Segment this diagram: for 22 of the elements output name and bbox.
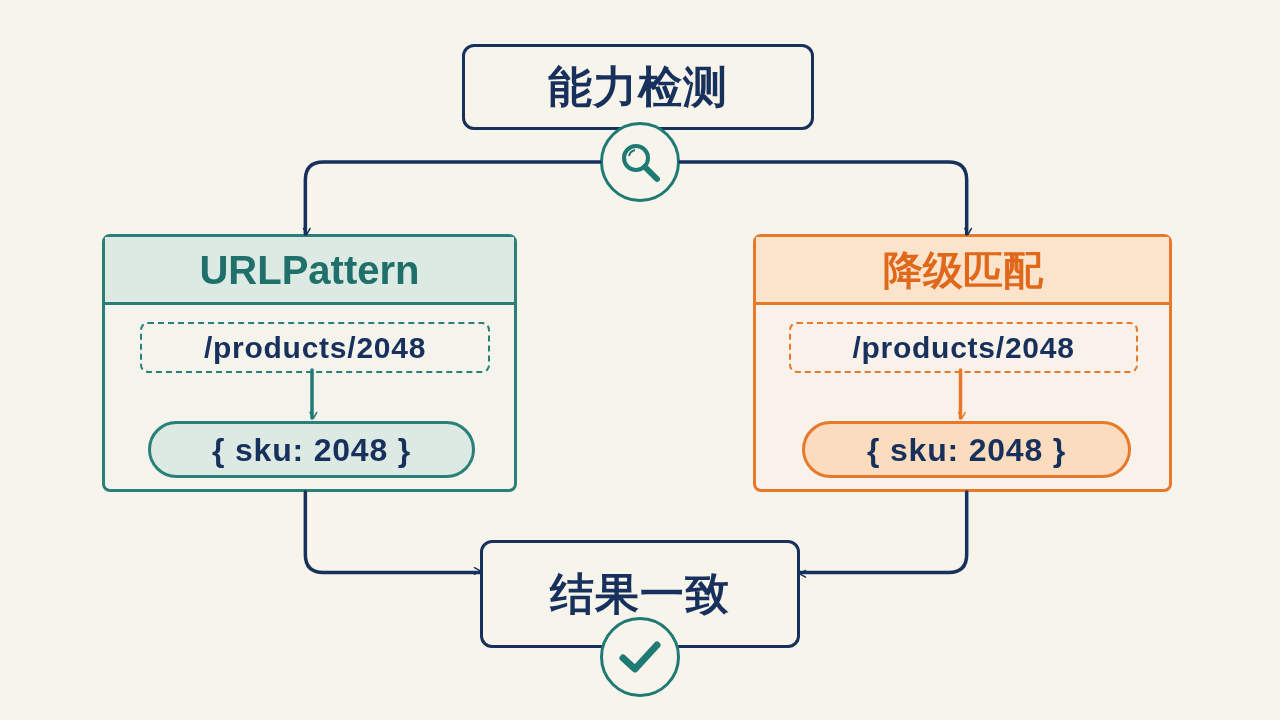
method-panel	[102, 234, 517, 492]
box-text: /products/2048	[203, 330, 427, 366]
input-box	[789, 322, 1138, 373]
arrow	[302, 160, 602, 236]
box-text: { sku: 2048 }	[212, 430, 411, 470]
box-text: /products/2048	[852, 330, 1075, 366]
result-pill	[148, 421, 475, 478]
arrow	[678, 160, 972, 236]
arrow	[303, 490, 482, 575]
arrow	[309, 368, 318, 420]
box-text: { sku: 2048 }	[867, 430, 1066, 470]
arrow	[958, 368, 966, 420]
panel-heading: URLPattern	[199, 246, 420, 294]
process-box	[462, 44, 814, 130]
box-title: 能力检测	[547, 61, 729, 113]
result-pill	[802, 421, 1131, 478]
arrow	[798, 490, 969, 578]
input-box	[140, 322, 490, 373]
method-panel	[753, 234, 1172, 492]
panel-heading: 降级匹配	[882, 246, 1043, 294]
result-box	[480, 540, 800, 648]
box-title: 结果一致	[549, 568, 731, 620]
